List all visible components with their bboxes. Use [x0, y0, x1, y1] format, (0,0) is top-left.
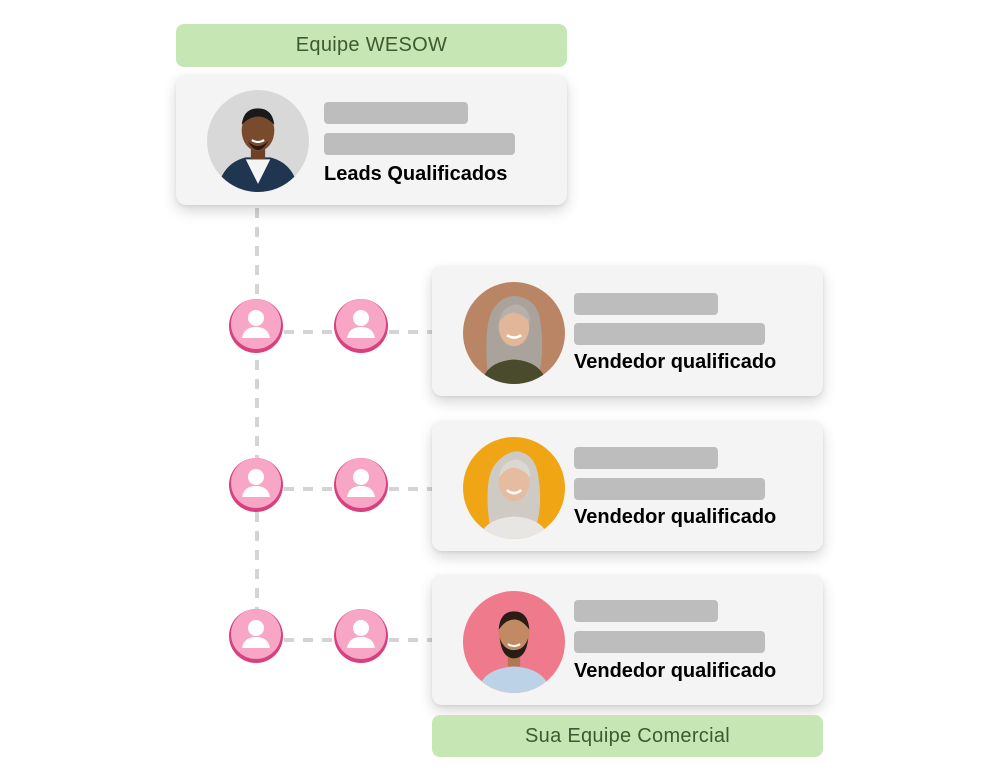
detail-placeholder: [574, 323, 765, 345]
sales-card-3: Vendedor qualificado: [432, 575, 823, 705]
role-label: Vendedor qualificado: [574, 351, 777, 373]
person-photo-man-dark-jacket-icon: [207, 90, 309, 192]
name-placeholder: [324, 102, 468, 124]
name-placeholder: [574, 600, 718, 622]
detail-placeholder: [574, 478, 765, 500]
user-node-icon: [228, 608, 284, 664]
detail-placeholder: [574, 631, 765, 653]
sales-card-1: Vendedor qualificado: [432, 266, 823, 396]
leads-card: Leads Qualificados: [176, 75, 567, 205]
sales-team-label: Sua Equipe Comercial: [432, 715, 823, 757]
user-node-icon: [333, 298, 389, 354]
name-placeholder: [574, 293, 718, 315]
role-label: Leads Qualificados: [324, 163, 508, 185]
person-photo-older-woman-icon: [463, 437, 565, 539]
user-node-icon: [333, 608, 389, 664]
name-placeholder: [574, 447, 718, 469]
role-label: Vendedor qualificado: [574, 660, 777, 682]
user-node-icon: [228, 457, 284, 513]
team-wesow-label: Equipe WESOW: [176, 24, 567, 67]
person-photo-woman-gray-hair-icon: [463, 282, 565, 384]
detail-placeholder: [324, 133, 515, 155]
user-node-icon: [228, 298, 284, 354]
sales-card-2: Vendedor qualificado: [432, 421, 823, 551]
role-label: Vendedor qualificado: [574, 506, 777, 528]
user-node-icon: [333, 457, 389, 513]
person-photo-man-beard-icon: [463, 591, 565, 693]
